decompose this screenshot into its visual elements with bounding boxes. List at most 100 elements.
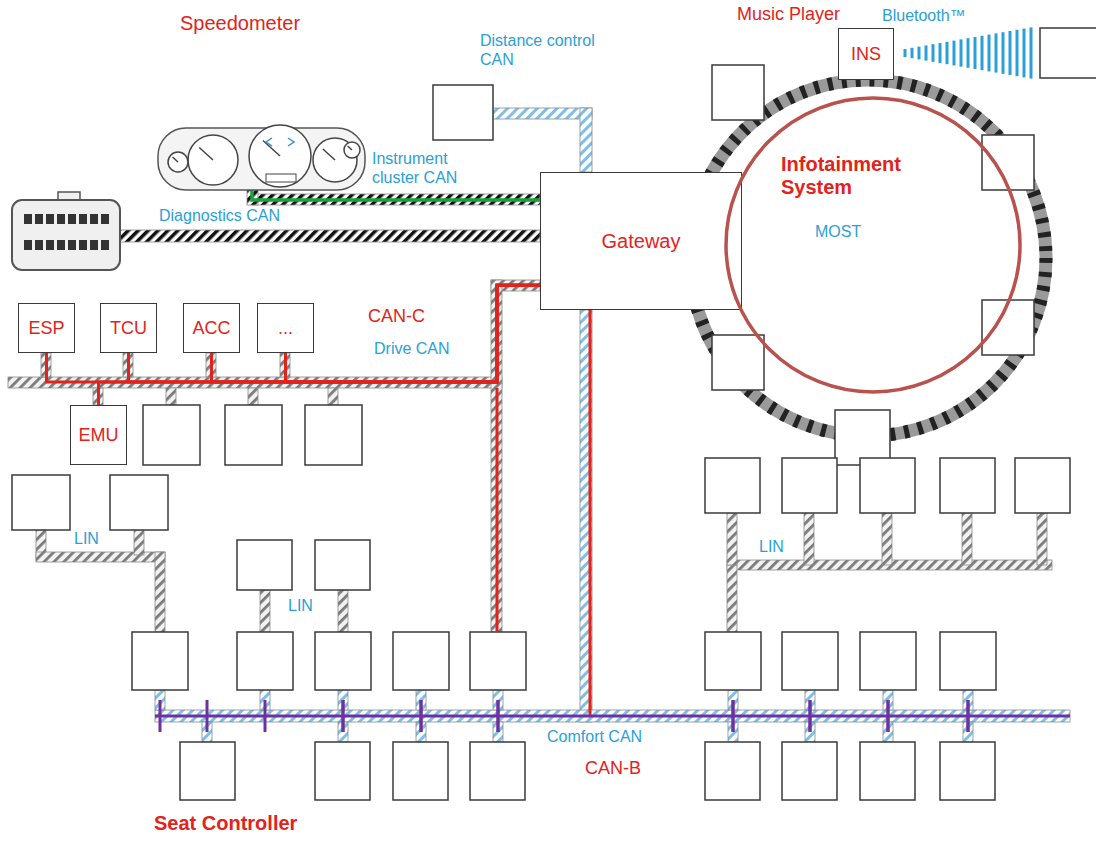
ecu-box [705,742,760,800]
connector-pin [46,240,54,250]
can-b-tap [967,700,970,732]
connector-pin [68,240,76,250]
ecu-box: ... [257,303,314,353]
bus-name: LIN [72,530,101,549]
bluetooth-wave [1009,31,1012,75]
connector-pin [57,240,65,250]
bus-segment [580,310,592,722]
can-b-tap [887,700,890,732]
bus-segment [155,710,1070,722]
bus-class: CAN-B [583,758,643,779]
ecu-box [132,632,188,690]
turn-signal-icon [288,138,294,146]
ecu-box [705,632,761,690]
node-label: ACC [192,318,230,339]
ecu-box [835,410,890,465]
gauge-needle [173,157,179,162]
turn-signal-icon [266,138,272,146]
ecu-box [315,632,371,690]
bus-name: MOST [815,223,905,241]
connector-pin [79,240,87,250]
gauge-needle [323,149,335,160]
bus-name: Diagnostics CAN [157,207,282,226]
bus-segment [338,590,348,632]
component-label: Speedometer [178,12,302,36]
bluetooth-wave [960,39,963,66]
ecu-box [143,405,200,465]
ecu-box [1040,28,1096,78]
bluetooth-wave [904,49,907,57]
most-ring-hatch [690,80,1046,436]
ecu-box [470,632,526,690]
bluetooth-wave [1030,27,1033,78]
ecu-box [940,458,995,513]
gauge-dial [188,135,238,185]
can-b-tap [206,700,209,732]
bus-name: LIN [757,538,786,557]
can-b-tap [809,700,812,732]
ecu-box [940,632,996,690]
gauge-dial [344,142,360,158]
ecu-box [315,540,370,590]
ecu-box [860,458,915,513]
bluetooth-wave [1023,29,1026,78]
bus-name: LIN [286,597,315,616]
infotainment-circle: Infotainment SystemMOST [723,95,1023,395]
ecu-box [782,458,837,513]
node-label: Gateway [602,230,681,253]
node-label: TCU [110,318,147,339]
bluetooth-wave [995,33,998,72]
bluetooth-wave [953,41,956,66]
system-label: Music Player [735,4,842,25]
can-b-tap [967,700,970,732]
ecu-box [110,475,168,530]
can-b-tap [732,700,735,732]
ecu-box [180,742,235,800]
bluetooth-wave [981,36,984,70]
ecu-box: ESP [18,303,75,353]
bluetooth-wave [1002,32,1005,74]
gauge-needle [348,146,352,150]
connector-pin [79,214,87,224]
ecu-box [305,405,362,465]
can-c-connector [129,285,541,382]
ecu-box [393,632,449,690]
connector-pin [57,214,65,224]
bus-segment [36,552,165,562]
bus-segment [248,388,258,405]
can-b-tap [497,700,500,732]
ecu-box: EMU [70,405,127,465]
bus-segment [804,513,814,565]
ecu-box [705,458,760,513]
bus-name: Distance control CAN [478,32,617,70]
bus-segment [260,590,270,632]
ecu-box [860,632,916,690]
can-b-tap [420,700,423,732]
bus-name: Instrument cluster CAN [370,150,479,188]
can-c-connector [212,285,541,382]
bluetooth-wave [932,44,935,62]
can-b-tap [887,700,890,732]
ecu-box [860,742,915,800]
ecu-box [712,335,764,390]
can-b-tap [342,700,345,732]
can-c-connector [99,285,541,405]
bluetooth-wave [946,42,949,64]
bus-class: CAN-C [366,306,427,327]
can-c-connector [286,285,541,382]
bluetooth-wave [925,45,928,60]
bus-segment [1037,513,1047,565]
bus-segment [727,565,737,632]
bus-name: Drive CAN [372,340,452,359]
can-b-tap [497,700,500,732]
ecu-box: TCU [100,303,157,353]
gauge-needle [263,141,280,157]
circle-outline [726,98,1020,392]
ecu-box [712,65,764,120]
connector-pin [68,214,76,224]
bluetooth-wave [988,35,991,72]
ecu-box [782,632,838,690]
gauge-dial [249,125,311,187]
